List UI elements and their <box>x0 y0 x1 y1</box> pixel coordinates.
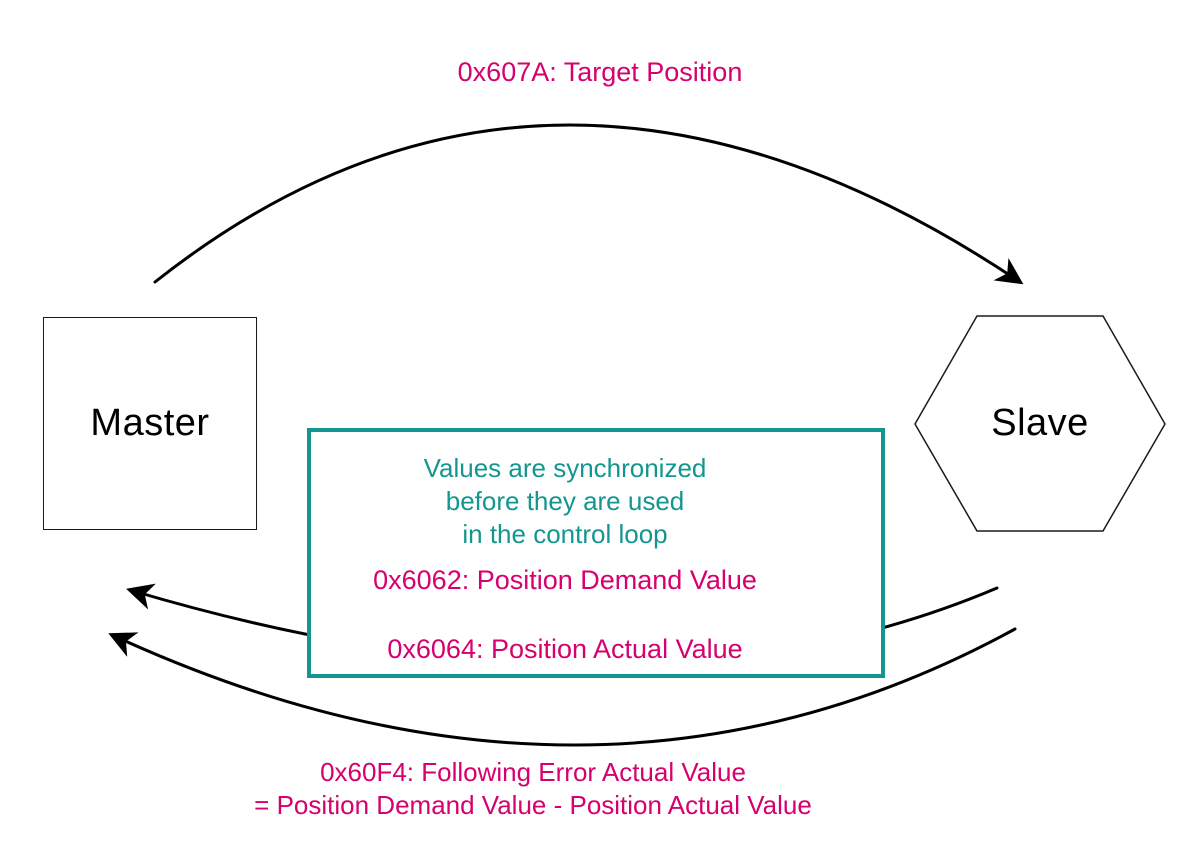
target-position-arrow <box>153 123 1024 285</box>
following-error-label: 0x60F4: Following Error Actual Value = P… <box>133 756 933 822</box>
master-label: Master <box>90 402 210 444</box>
sync-note-line3: in the control loop <box>462 519 668 549</box>
position-demand-value-label: 0x6062: Position Demand Value <box>373 565 757 595</box>
following-error-line1: 0x60F4: Following Error Actual Value <box>320 757 746 787</box>
sync-values-content: Values are synchronized before they are … <box>311 432 819 666</box>
position-actual-value-label: 0x6064: Position Actual Value <box>387 634 743 664</box>
sync-note: Values are synchronized before they are … <box>311 432 819 551</box>
sync-note-line2: before they are used <box>445 486 685 516</box>
slave-node: Slave <box>915 316 1165 531</box>
master-node: Master <box>43 317 257 530</box>
following-error-line2: = Position Demand Value - Position Actua… <box>254 790 812 820</box>
sync-values-box: Values are synchronized before they are … <box>307 428 885 678</box>
position-actual-return-arrow <box>108 627 1017 747</box>
target-position-label: 0x607A: Target Position <box>457 57 743 87</box>
slave-label: Slave <box>991 402 1089 444</box>
slave-hexagon-shape <box>914 315 1166 532</box>
sync-note-line1: Values are synchronized <box>423 453 707 483</box>
